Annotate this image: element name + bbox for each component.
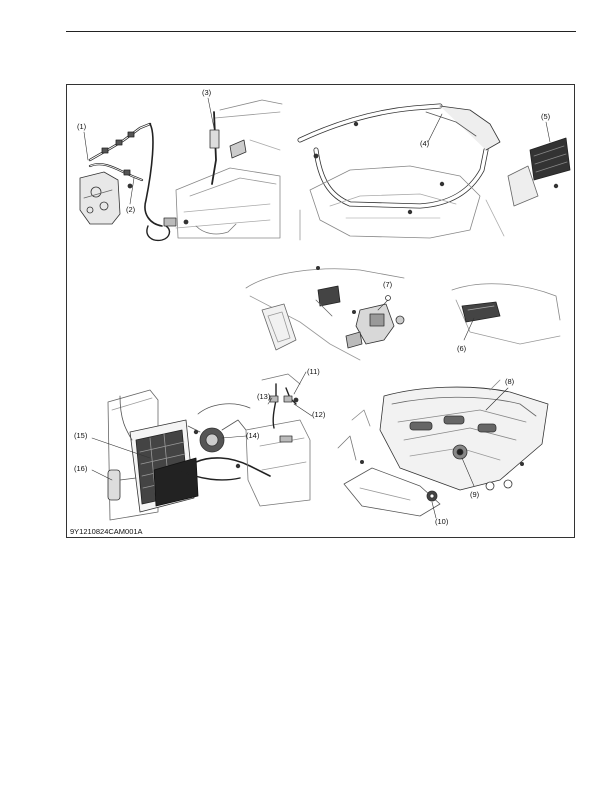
callout-7: (7) (383, 280, 393, 289)
callout-9: (9) (470, 490, 480, 499)
panel-hoses-left (79, 97, 283, 242)
callout-4: (4) (420, 139, 430, 148)
callout-3: (3) (202, 88, 212, 97)
figure-code: 9Y1210824CAM001A (70, 527, 143, 536)
callout-8: (8) (505, 377, 515, 386)
callout-11: (11) (307, 367, 320, 376)
callout-14: (14) (246, 431, 260, 440)
callout-2: (2) (126, 205, 136, 214)
panel-blower-unit (245, 265, 561, 361)
callout-1: (1) (77, 122, 87, 131)
callout-6: (6) (457, 344, 467, 353)
header-rule (66, 31, 576, 32)
panel-roof (337, 379, 549, 519)
panel-condenser (91, 371, 313, 521)
callout-12: (12) (312, 410, 326, 419)
panel-ducts-upper (297, 103, 571, 241)
callout-10: (10) (435, 517, 449, 526)
callout-5: (5) (541, 112, 551, 121)
callout-13: (13) (257, 392, 271, 401)
callout-16: (16) (74, 464, 88, 473)
callout-15: (15) (74, 431, 88, 440)
